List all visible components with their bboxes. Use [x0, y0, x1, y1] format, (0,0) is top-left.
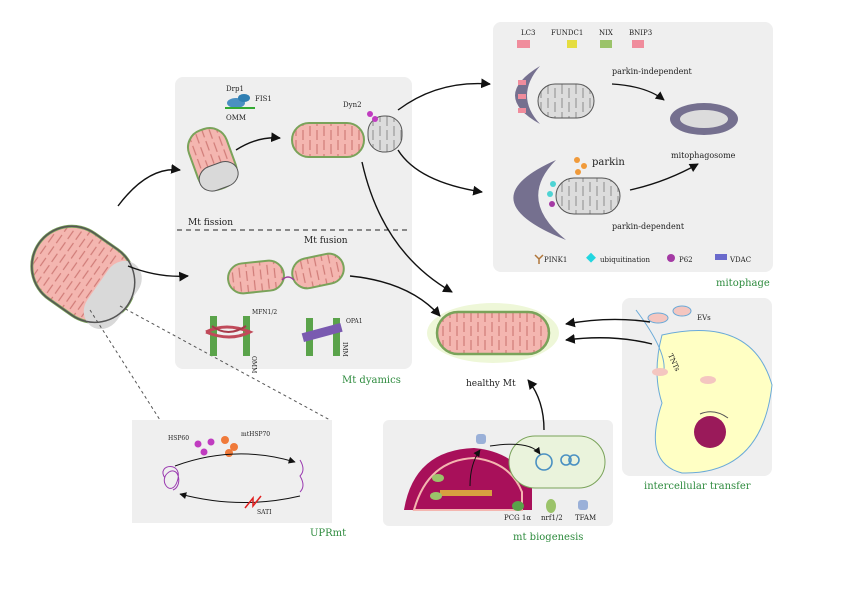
transfer-title: intercellular transfer: [644, 481, 751, 492]
mitophage-title: mitophage: [716, 278, 770, 289]
sati-label: SATI: [257, 509, 272, 516]
omm2-label: OMM: [250, 356, 257, 373]
opa1-membrane: [301, 318, 343, 356]
hsp60-label: HSP60: [168, 435, 189, 442]
evs-label: EVs: [697, 314, 711, 322]
phagophore-dependent: [513, 157, 621, 240]
mfn-label: MFN1/2: [252, 309, 277, 316]
legend-tfam: TFAM: [575, 514, 596, 522]
drp1-complex: [225, 94, 255, 109]
arrow-to-mitophagosome-b: [629, 163, 699, 191]
parkin-label: parkin: [592, 157, 625, 168]
fusion-label: Mt fusion: [304, 236, 348, 246]
biogenesis-title: mt biogenesis: [513, 532, 583, 543]
zoom-line-b: [119, 305, 331, 421]
mfn-membrane: [205, 316, 254, 356]
opa1-label: OPA1: [346, 318, 363, 325]
recipient-cell: [635, 305, 773, 474]
mitophagosome-label: mitophagosome: [671, 151, 736, 160]
mitophage-panel-bg: [493, 22, 773, 272]
legend-bnip3: BNIP3: [629, 29, 652, 37]
fission-label: Mt fission: [188, 218, 233, 228]
legend-p62: P62: [679, 256, 693, 264]
dynamics-title: Mt dyamics: [342, 375, 401, 386]
legend-pink1: PINK1: [544, 256, 567, 264]
parkin-independent-label: parkin-independent: [612, 67, 693, 76]
drp1-label: Drp1: [226, 85, 244, 93]
uprmt-panel-bg: [132, 420, 332, 523]
fission-daughter-mito: [291, 111, 403, 158]
mitophagosome: [670, 103, 738, 135]
parkin-dependent-label: parkin-dependent: [612, 222, 685, 231]
mitophage-legend-icons: [517, 40, 644, 48]
phagophore-independent: [515, 66, 595, 124]
legend-ubiquitination: ubiquitination: [600, 256, 650, 264]
legend-vdac: VDAC: [729, 256, 751, 264]
fission-mito-small: [187, 127, 239, 192]
zoom-line-a: [89, 309, 161, 421]
fis1-label: FIS1: [255, 95, 272, 103]
large-mitochondrion: [30, 224, 142, 330]
uprmt-title: UPRmt: [310, 528, 346, 539]
healthy-mitochondrion: [427, 303, 559, 363]
legend-fundc1: FUNDC1: [551, 29, 583, 37]
healthy-label: healthy Mt: [466, 379, 516, 389]
flow-arrows: [117, 78, 653, 431]
legend-nrf12: nrf1/2: [541, 514, 563, 522]
omm-label: OMM: [226, 114, 246, 122]
fusion-mitos: [227, 252, 345, 295]
arrow-to-mitophagosome-a: [611, 83, 665, 101]
uprmt-content: [162, 436, 304, 509]
biogenesis-content: [404, 434, 606, 513]
imm-label: IMM: [341, 342, 348, 357]
legend-nix: NIX: [599, 29, 613, 37]
legend-lc3: LC3: [521, 29, 535, 37]
mthsp70-label: mtHSP70: [241, 431, 270, 438]
mitophage-bottom-legend-icons: [534, 252, 727, 264]
legend-pcg1a: PCG 1α: [504, 514, 531, 522]
dyn2-label: Dyn2: [343, 101, 362, 109]
